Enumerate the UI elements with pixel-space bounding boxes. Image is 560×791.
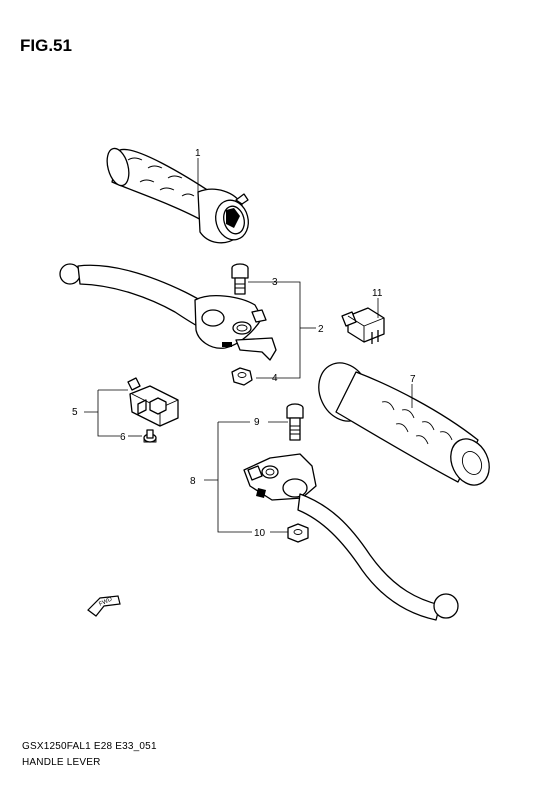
callout-1: 1	[195, 148, 201, 159]
lower-lever-part[interactable]	[243, 453, 459, 621]
callout-7: 7	[410, 374, 416, 385]
section-name: HANDLE LEVER	[22, 757, 101, 768]
callout-6: 6	[120, 432, 126, 443]
lock-nut-lower-part[interactable]	[287, 523, 309, 543]
callout-5: 5	[72, 407, 78, 418]
callout-4: 4	[272, 373, 278, 384]
upper-lever-part[interactable]	[59, 263, 277, 361]
clutch-switch-part[interactable]	[127, 377, 179, 427]
lock-nut-upper-part[interactable]	[231, 367, 253, 386]
callout-8: 8	[190, 476, 196, 487]
switch-screw-part[interactable]	[143, 429, 157, 443]
left-grip-part[interactable]	[310, 355, 497, 492]
callout-11: 11	[372, 288, 383, 299]
model-code: GSX1250FAL1 E28 E33_051	[22, 741, 157, 752]
callout-9: 9	[254, 417, 260, 428]
throttle-grip-part[interactable]	[103, 146, 252, 244]
leader-lines	[84, 158, 413, 533]
fwd-label: FWD	[98, 596, 114, 607]
brake-switch-part[interactable]	[341, 307, 385, 344]
callout-10: 10	[254, 528, 266, 539]
forward-arrow-icon: FWD	[87, 595, 121, 617]
figure-title: FIG.51	[20, 36, 72, 55]
callout-3: 3	[272, 277, 278, 288]
pivot-bolt-upper-part[interactable]	[231, 263, 249, 295]
pivot-bolt-lower-part[interactable]	[286, 403, 304, 441]
callout-2: 2	[318, 324, 324, 335]
